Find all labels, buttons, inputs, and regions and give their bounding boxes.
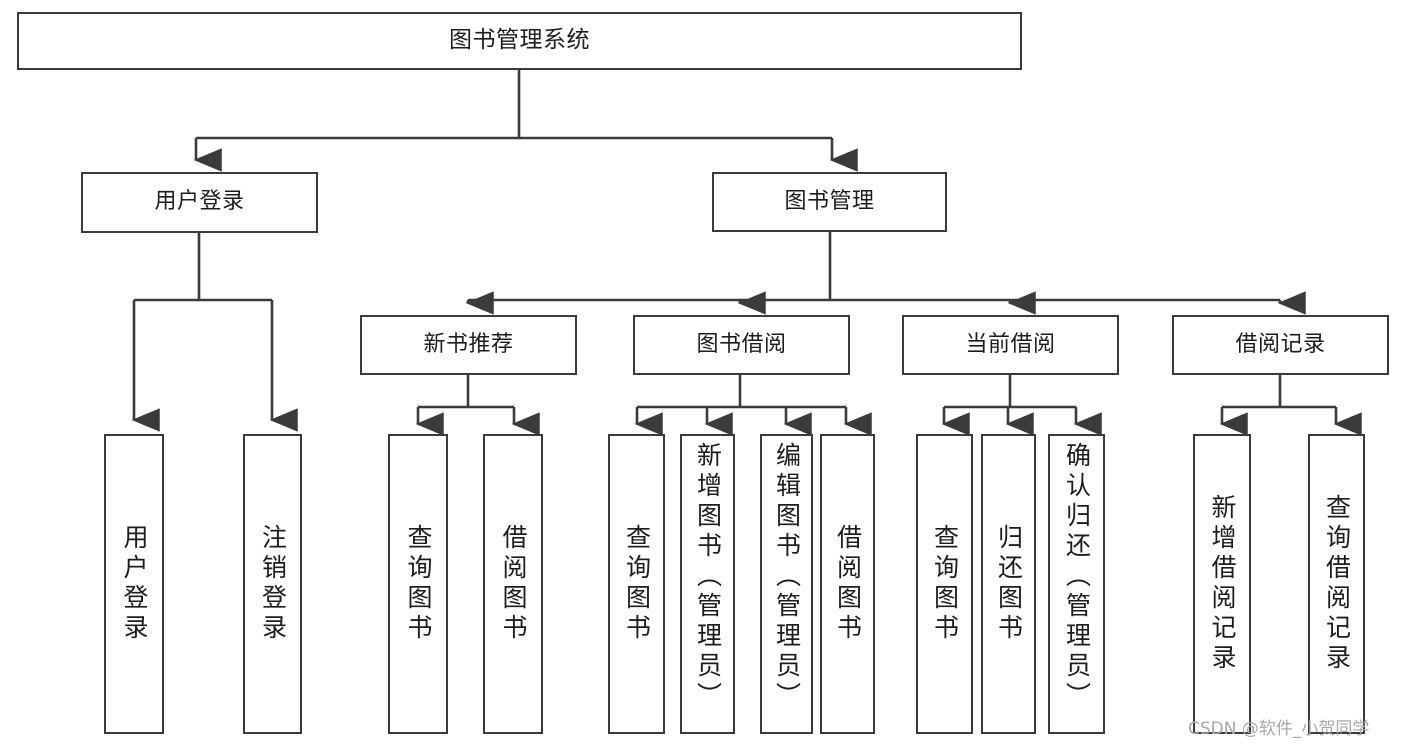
leaf-edit-book-admin[interactable]: 编辑图书（管理员）	[760, 434, 813, 734]
node-label: 归还图书	[994, 524, 1024, 644]
node-label: 图书管理系统	[449, 27, 590, 54]
node-label: 查询图书	[622, 524, 652, 644]
leaf-query-borrow-record[interactable]: 查询借阅记录	[1308, 434, 1365, 734]
node-label: 确认归还（管理员）	[1062, 442, 1092, 712]
node-book-management[interactable]: 图书管理	[712, 172, 947, 232]
node-label: 查询图书	[930, 524, 960, 644]
node-label: 图书管理	[784, 188, 875, 214]
node-label: 借阅记录	[1235, 331, 1326, 357]
node-book-borrow[interactable]: 图书借阅	[633, 315, 850, 375]
node-current-borrow[interactable]: 当前借阅	[902, 315, 1119, 375]
leaf-add-book-admin[interactable]: 新增图书（管理员）	[680, 434, 735, 734]
node-new-book-recommend[interactable]: 新书推荐	[360, 315, 577, 375]
node-label: 新增借阅记录	[1208, 494, 1237, 674]
node-user-login[interactable]: 用户登录	[81, 172, 318, 233]
leaf-logout[interactable]: 注销登录	[243, 434, 302, 734]
node-label: 查询图书	[404, 524, 433, 644]
node-label: 用户登录	[120, 524, 149, 644]
leaf-query-book-recommend[interactable]: 查询图书	[388, 434, 448, 734]
leaf-add-borrow-record[interactable]: 新增借阅记录	[1193, 434, 1251, 734]
node-label: 新增图书（管理员）	[693, 442, 723, 712]
node-root-system[interactable]: 图书管理系统	[17, 12, 1022, 70]
leaf-borrow-book[interactable]: 借阅图书	[820, 434, 875, 734]
leaf-user-login[interactable]: 用户登录	[104, 434, 164, 734]
leaf-query-book-current[interactable]: 查询图书	[916, 434, 973, 734]
node-label: 用户登录	[154, 189, 245, 215]
csdn-watermark: CSDN @软件_小贺同学	[1188, 719, 1370, 739]
node-label: 查询借阅记录	[1322, 494, 1352, 674]
node-label: 当前借阅	[965, 331, 1056, 357]
node-label: 注销登录	[258, 524, 288, 644]
leaf-return-book[interactable]: 归还图书	[981, 434, 1036, 734]
node-label: 编辑图书（管理员）	[772, 442, 802, 712]
node-label: 借阅图书	[499, 524, 528, 644]
leaf-query-book-borrow[interactable]: 查询图书	[608, 434, 665, 734]
leaf-borrow-book-recommend[interactable]: 借阅图书	[483, 434, 543, 734]
node-label: 借阅图书	[833, 524, 863, 644]
node-label: 新书推荐	[423, 331, 514, 357]
node-label: 图书借阅	[696, 331, 787, 357]
leaf-confirm-return-admin[interactable]: 确认归还（管理员）	[1048, 434, 1105, 734]
node-borrow-record[interactable]: 借阅记录	[1172, 315, 1389, 375]
